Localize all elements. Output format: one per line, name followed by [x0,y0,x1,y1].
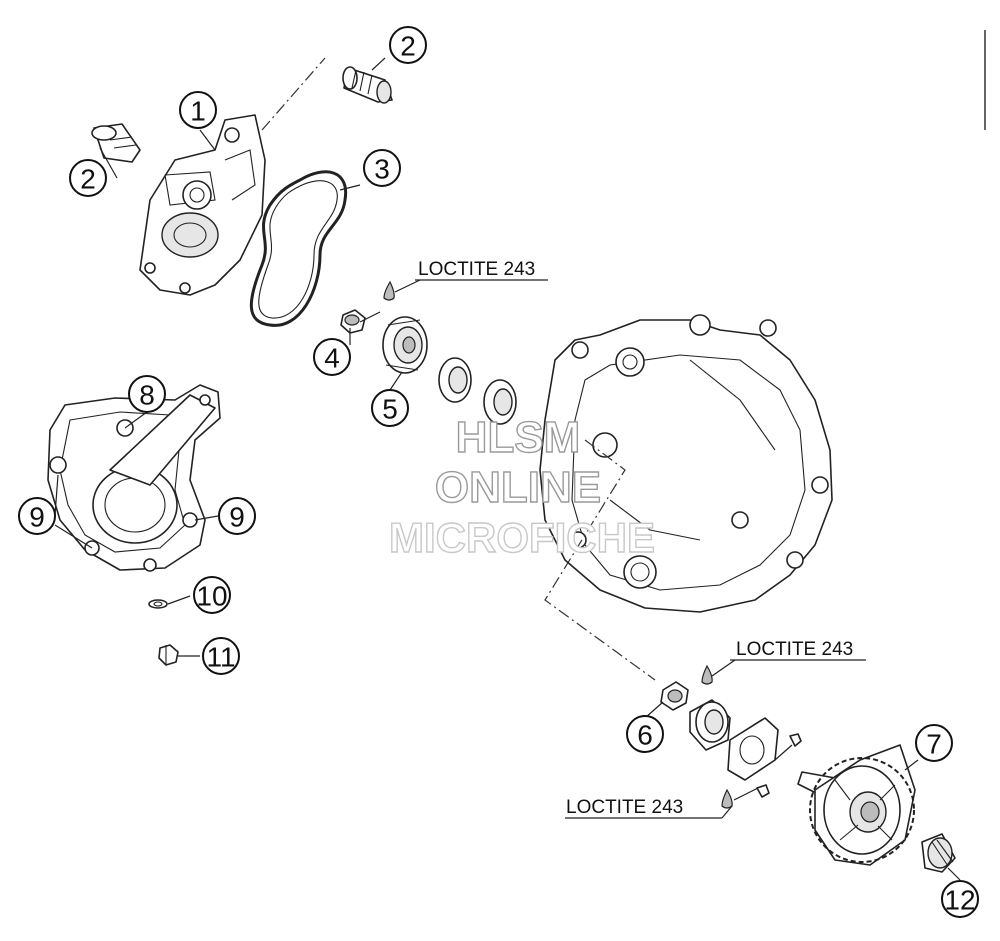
svg-text:4: 4 [324,343,340,374]
callout-9-left: 9 [18,497,56,535]
callout-4: 4 [313,338,351,376]
alignment-line-shaft [544,439,656,681]
drain-screw-part [158,644,179,666]
water-pump-cover-part [47,384,221,572]
alignment-line-fitting [261,57,326,131]
fitting-upper-part [342,66,393,104]
svg-text:11: 11 [206,642,235,673]
callout-11: 11 [202,637,240,675]
sealing-washer-part [148,599,168,609]
watermark-line-1: HLSM [456,413,581,462]
callout-1: 1 [179,91,217,129]
callout-10: 10 [193,576,231,614]
loctite-drop-icon [383,280,395,301]
fitting-left-part [91,123,141,163]
watermark-line-2: ONLINE [435,463,601,512]
pump-housing-part [139,114,266,296]
impeller-part [382,316,428,374]
pump-gear-shaft-part [797,744,916,866]
svg-text:8: 8 [139,380,155,411]
bearing-cover-gasket-part [727,717,779,781]
loctite-drop-icon [721,788,733,809]
svg-text:6: 6 [637,720,653,751]
callout-9-right: 9 [218,497,256,535]
impeller-bolt-part [340,309,381,334]
needle-bearing-part [921,833,956,873]
callout-7: 7 [915,724,953,762]
shaft-seal-part [438,357,472,403]
callout-8: 8 [128,375,166,413]
loctite-note-top: LOCTITE 243 [418,259,535,280]
callout-6: 6 [626,715,664,753]
watermark-line-3: MICROFICHE [389,514,655,561]
bearing-part [689,699,731,751]
svg-text:5: 5 [382,394,398,425]
svg-text:1: 1 [190,96,206,127]
svg-text:7: 7 [926,729,942,760]
oil-seal-part [483,379,517,425]
loctite-note-bottom: LOCTITE 243 [566,797,683,818]
svg-text:10: 10 [196,581,227,612]
svg-text:2: 2 [400,31,416,62]
callout-2-upper: 2 [389,26,427,64]
svg-text:2: 2 [80,164,96,195]
retaining-screw-part [756,733,802,798]
svg-text:12: 12 [944,885,975,916]
svg-text:9: 9 [29,502,45,533]
callout-3: 3 [363,149,401,187]
callout-12: 12 [941,880,979,918]
svg-text:9: 9 [229,502,245,533]
callout-2-left: 2 [69,159,107,197]
gasket-part [249,170,348,327]
loctite-drop-icon [701,664,713,685]
loctite-note-mid: LOCTITE 243 [736,639,853,660]
svg-text:3: 3 [374,154,390,185]
callout-5: 5 [371,389,409,427]
nut-part [660,681,689,711]
